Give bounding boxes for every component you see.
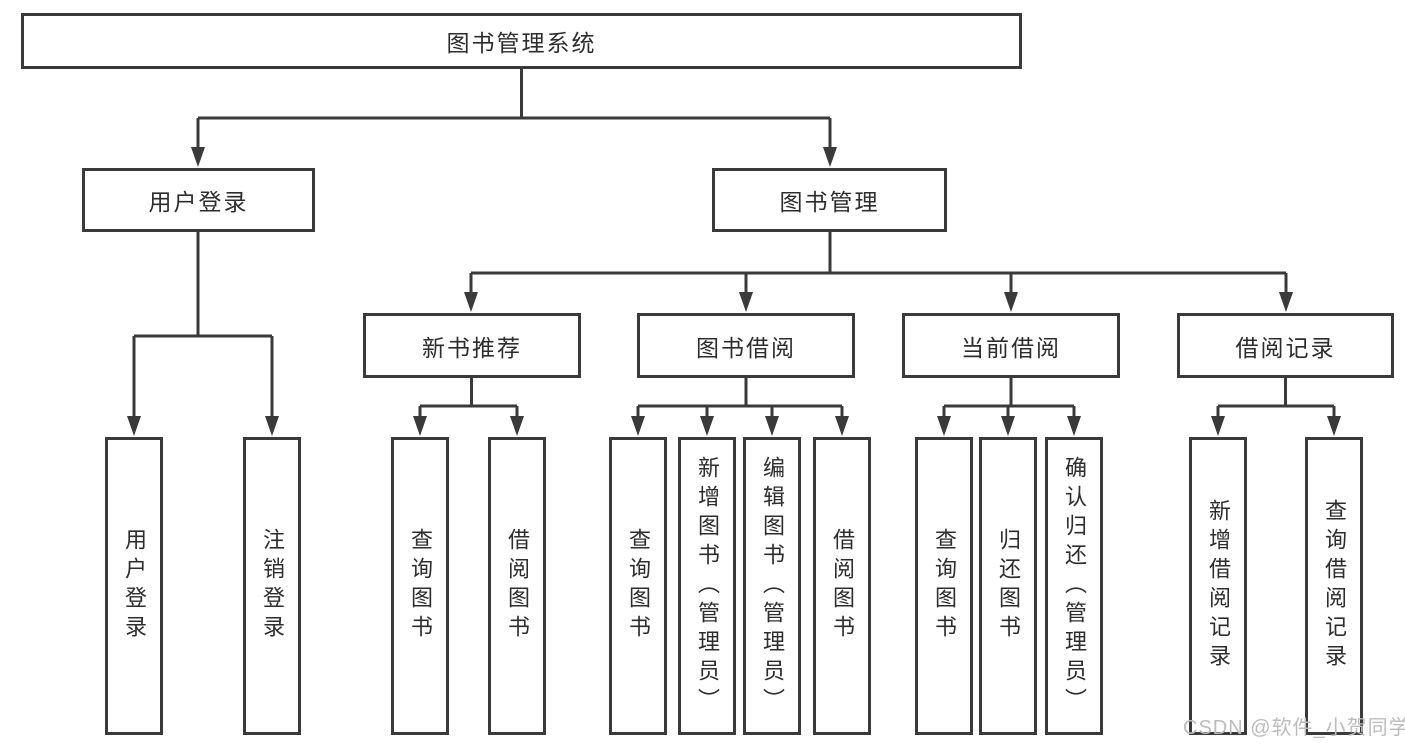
node-new-book-recommend: 新书推荐 [363, 313, 581, 378]
leaf-nbr-query-books: 查询图书 [391, 437, 449, 735]
arrowhead [1279, 292, 1293, 312]
leaf-br-query-record: 查询借阅记录 [1305, 437, 1363, 735]
leaf-bb-query-books: 查询图书 [609, 437, 667, 735]
arrowhead [464, 292, 478, 312]
leaf-user-login: 用户登录 [105, 437, 163, 735]
leaf-nbr-borrow-books: 借阅图书 [488, 437, 546, 735]
arrowhead [739, 292, 753, 312]
csdn-watermark: CSDN @软件_小贺同学 [1183, 717, 1405, 739]
arrowhead [1327, 416, 1341, 436]
connector-current-to-leaves [942, 378, 1076, 422]
arrowhead [765, 416, 779, 436]
leaf-logout: 注销登录 [243, 437, 301, 735]
node-borrowing-records: 借阅记录 [1177, 313, 1394, 378]
leaf-bb-borrow-books: 借阅图书 [813, 437, 871, 735]
leaf-cb-query-books: 查询图书 [915, 437, 973, 735]
arrowhead [1211, 416, 1225, 436]
connector-root-to-level2 [196, 69, 832, 152]
connector-borrowing-to-leaves [636, 378, 844, 422]
arrowhead [413, 416, 427, 436]
arrowhead [1067, 416, 1081, 436]
connector-userlogin-to-leaves [132, 232, 274, 422]
connector-bookmgmt-to-level3 [469, 232, 1288, 298]
node-book-borrowing: 图书借阅 [637, 313, 855, 378]
arrowhead [1004, 292, 1018, 312]
node-book-management: 图书管理 [712, 168, 947, 232]
arrowhead [265, 416, 279, 436]
node-current-borrowing: 当前借阅 [902, 313, 1120, 378]
node-user-login: 用户登录 [82, 168, 315, 232]
leaf-bb-edit-book-admin: 编辑图书（管理员） [743, 437, 801, 735]
arrowhead [700, 416, 714, 436]
node-root-system: 图书管理系统 [21, 13, 1022, 69]
connector-records-to-leaves [1216, 378, 1336, 422]
arrowhead [510, 416, 524, 436]
arrowhead [823, 147, 837, 167]
arrowhead [1001, 416, 1015, 436]
leaf-bb-add-book-admin: 新增图书（管理员） [678, 437, 736, 735]
arrowhead [127, 416, 141, 436]
arrowhead [835, 416, 849, 436]
connector-newbook-to-leaves [418, 378, 519, 422]
leaf-br-add-record: 新增借阅记录 [1189, 437, 1247, 735]
leaf-cb-return-books: 归还图书 [979, 437, 1037, 735]
leaf-cb-confirm-return-admin: 确认归还（管理员） [1045, 437, 1103, 735]
arrowhead [631, 416, 645, 436]
arrowhead [191, 147, 205, 167]
arrowhead [937, 416, 951, 436]
